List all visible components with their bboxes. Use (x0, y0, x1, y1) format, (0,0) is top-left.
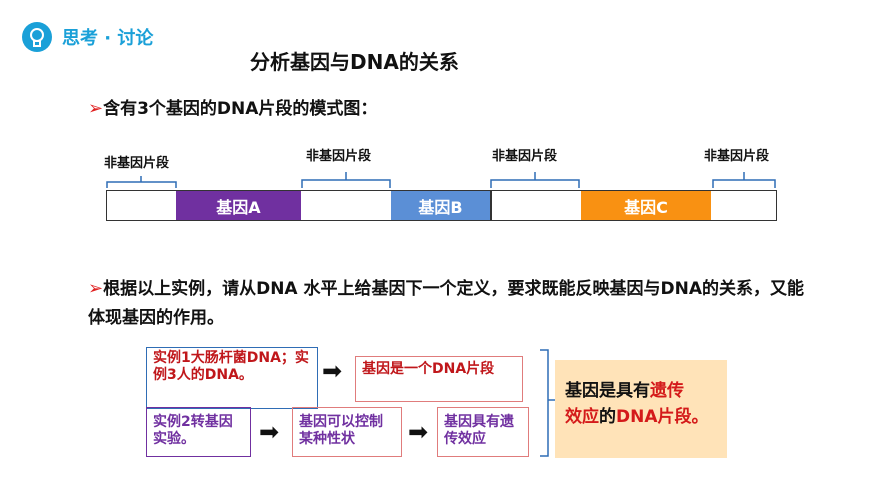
lightbulb-icon (22, 22, 52, 52)
gene-a-segment: 基因A (176, 191, 301, 220)
non-gene-label: 非基因片段 (104, 156, 170, 171)
bullet-arrow-icon: ➢ (88, 278, 104, 299)
bullet-question: ➢根据以上实例，请从DNA 水平上给基因下一个定义，要求既能反映基因与DNA的关… (88, 274, 808, 333)
gene-b-segment: 基因B (391, 191, 490, 220)
gene-c-segment: 基因C (581, 191, 711, 220)
dna-strip: 基因A 基因B 基因C (106, 190, 777, 221)
conclusion-2a-box: 基因可以控制某种性状 (292, 407, 402, 457)
non-gene-label: 非基因片段 (704, 149, 770, 164)
example-1-box: 实例1大肠杆菌DNA；实例3人的DNA。 (146, 347, 318, 409)
result-text: 基因是具有 (565, 381, 650, 401)
section-title: 思考 · 讨论 (62, 28, 154, 49)
bullet-text: 含有3个基因的DNA片段的模式图： (103, 99, 378, 119)
bullet-diagram-heading: ➢含有3个基因的DNA片段的模式图： (88, 94, 377, 119)
conclusion-1-box: 基因是一个DNA片段 (355, 356, 523, 402)
bullet-text: 根据以上实例，请从DNA 水平上给基因下一个定义，要求既能反映基因与DNA的关系… (88, 279, 805, 328)
non-gene-label: 非基因片段 (306, 149, 372, 164)
bullet-arrow-icon: ➢ (88, 98, 104, 119)
result-highlight: 效应 (565, 407, 599, 427)
page-title: 分析基因与DNA的关系 (250, 50, 459, 74)
conclusion-2b-box: 基因具有遗传效应 (437, 407, 529, 457)
result-highlight: DNA片段。 (616, 407, 709, 427)
definition-result-box: 基因是具有遗传 效应的DNA片段。 (555, 360, 727, 458)
segment-divider (490, 191, 492, 220)
flow-arrow-icon: ➡ (259, 418, 280, 446)
flow-arrow-icon: ➡ (322, 357, 343, 385)
flow-arrow-icon: ➡ (408, 418, 429, 446)
result-highlight: 遗传 (650, 381, 684, 401)
example-2-box: 实例2转基因实验。 (146, 407, 251, 457)
result-text: 的 (599, 407, 616, 427)
non-gene-label: 非基因片段 (492, 149, 558, 164)
